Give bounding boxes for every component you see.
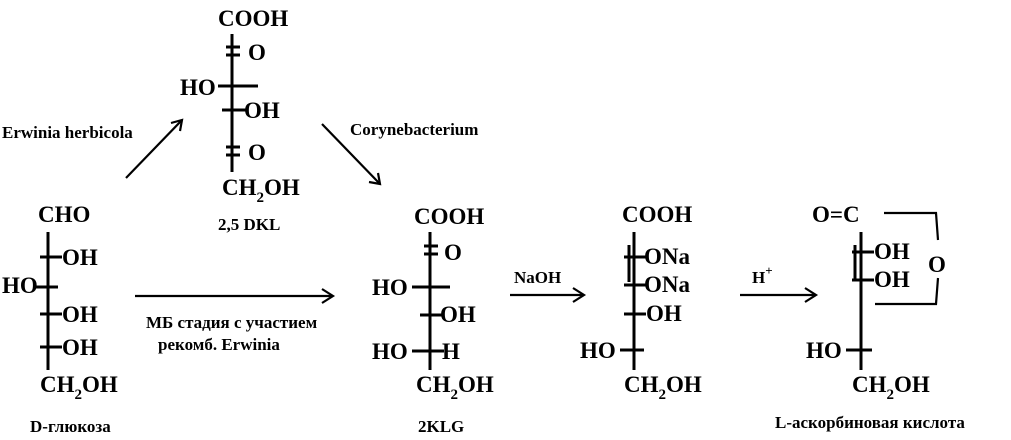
klg-h-4: H xyxy=(442,339,460,364)
arrow-head xyxy=(170,118,184,132)
ascorbic-ho-4: HO xyxy=(806,338,842,363)
klg-ho-4: HO xyxy=(372,339,408,364)
klg-label: 2KLG xyxy=(418,417,464,436)
salt-ch2oh: CH2OH xyxy=(624,372,702,403)
h-plus-label: H+ xyxy=(752,263,773,287)
d-glucose-structure: CHO OH HO OH OH CH2OH D-глюкоза xyxy=(2,202,118,436)
salt-ona-2: ONa xyxy=(644,272,691,297)
arrow-mb-stage: МБ стадия с участием рекомб. Erwinia xyxy=(135,288,336,354)
corynebacterium-label: Corynebacterium xyxy=(350,120,478,139)
dkl-ho-2: HO xyxy=(180,75,216,100)
dkl-label: 2,5 DKL xyxy=(218,215,280,234)
ascorbic-carbonyl: O=C xyxy=(812,202,860,227)
arrow-line xyxy=(321,123,381,185)
arrow-line xyxy=(125,119,183,179)
ascorbic-acid-structure: O=C OH OH O HO CH2OH L-аскорбиновая кисл… xyxy=(775,202,965,432)
mb-stage-label-2: рекомб. Erwinia xyxy=(158,335,280,354)
naoh-label: NaOH xyxy=(514,268,561,287)
dkl-cooh: COOH xyxy=(218,6,288,31)
arrow-corynebacterium: Corynebacterium xyxy=(321,120,478,186)
glucose-label: D-глюкоза xyxy=(30,417,111,436)
salt-ho-4: HO xyxy=(580,338,616,363)
ascorbic-oh-2: OH xyxy=(874,267,910,292)
ascorbic-label: L-аскорбиновая кислота xyxy=(775,413,965,432)
klg-structure: COOH O HO OH HO H CH2OH 2KLG xyxy=(372,204,494,436)
glucose-oh-1: OH xyxy=(62,245,98,270)
arrow-naoh: NaOH xyxy=(510,268,587,303)
salt-ona-1: ONa xyxy=(644,244,691,269)
arrow-head xyxy=(368,172,382,186)
arrow-head xyxy=(804,287,819,303)
mb-stage-label-1: МБ стадия с участием xyxy=(146,313,318,332)
salt-oh-3: OH xyxy=(646,301,682,326)
klg-ho-2: HO xyxy=(372,275,408,300)
ascorbic-ch2oh: CH2OH xyxy=(852,372,930,403)
lactone-ring-bond xyxy=(875,277,940,306)
dkl-ch2oh: CH2OH xyxy=(222,175,300,206)
salt-cooh: COOH xyxy=(622,202,692,227)
arrow-head xyxy=(572,287,587,303)
glucose-ho-2: HO xyxy=(2,273,38,298)
arrow-acid: H+ xyxy=(740,263,819,303)
dkl-structure: COOH O HO OH O CH2OH 2,5 DKL xyxy=(180,6,300,234)
dkl-oxo-4: O xyxy=(248,140,266,165)
glucose-cho: CHO xyxy=(38,202,90,227)
glucose-ch2oh: CH2OH xyxy=(40,372,118,403)
ascorbic-oh-1: OH xyxy=(874,239,910,264)
dkl-oh-3: OH xyxy=(244,98,280,123)
dkl-oxo-1: O xyxy=(248,40,266,65)
arrow-head xyxy=(321,288,336,304)
klg-oxo-1: O xyxy=(444,240,462,265)
klg-oh-3: OH xyxy=(440,302,476,327)
klg-cooh: COOH xyxy=(414,204,484,229)
sodium-salt-structure: COOH ONa ONa OH HO CH2OH xyxy=(580,202,702,403)
glucose-oh-4: OH xyxy=(62,335,98,360)
arrow-erwinia: Erwinia herbicola xyxy=(2,118,184,179)
glucose-oh-3: OH xyxy=(62,302,98,327)
klg-ch2oh: CH2OH xyxy=(416,372,494,403)
lactone-ring-bond xyxy=(884,211,940,241)
ring-oxygen: O xyxy=(928,252,946,277)
erwinia-label: Erwinia herbicola xyxy=(2,123,133,142)
